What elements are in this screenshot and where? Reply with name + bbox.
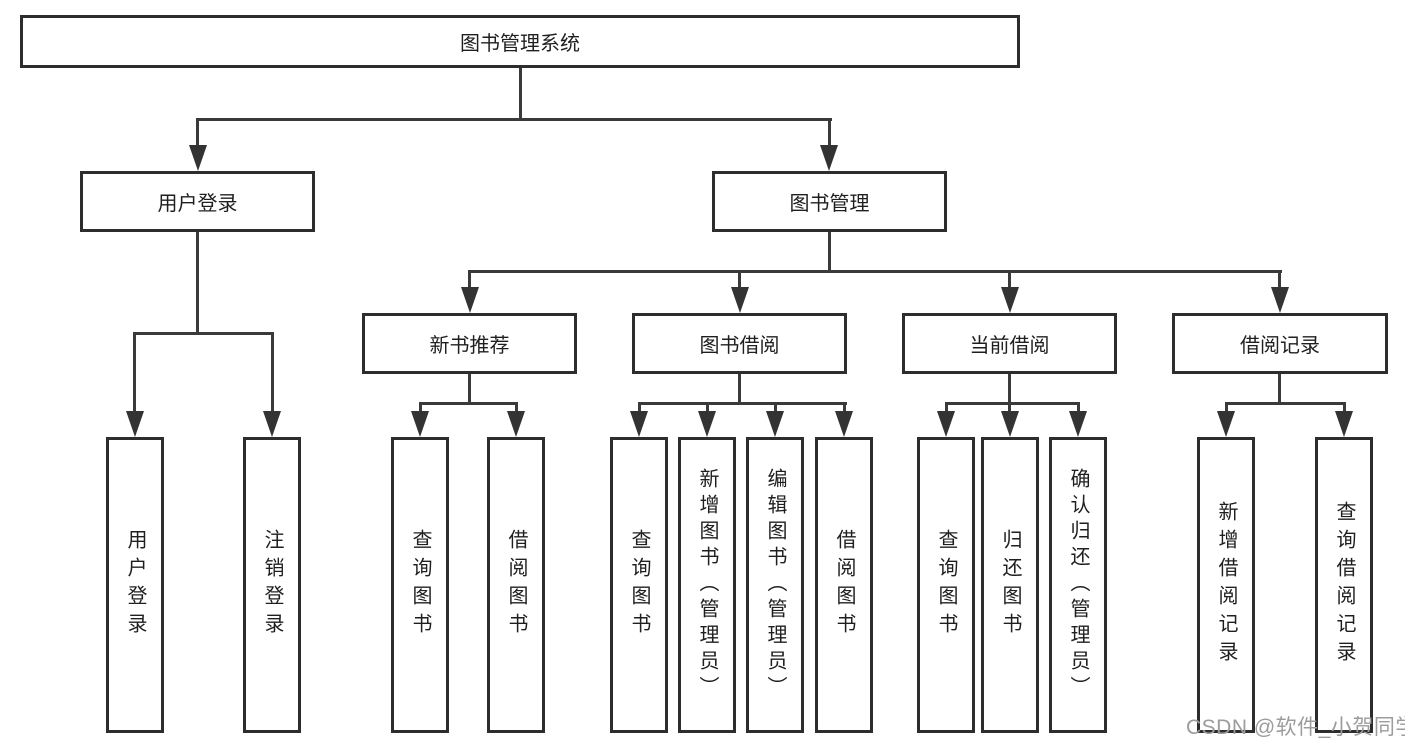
leaf-user-login: 用户登录	[106, 437, 164, 733]
arrow-down-icon	[126, 411, 144, 437]
node-book-borrow: 图书借阅	[632, 313, 847, 374]
connector-line	[706, 402, 709, 411]
connector-line	[1278, 374, 1281, 405]
connector-line	[515, 402, 518, 411]
connector-line	[196, 118, 832, 121]
arrow-down-icon	[835, 411, 853, 437]
arrow-down-icon	[1217, 411, 1235, 437]
node-current-borrow: 当前借阅	[902, 313, 1117, 374]
leaf-borrow-books-borrow: 借阅图书	[815, 437, 873, 733]
connector-line	[1278, 270, 1281, 287]
arrow-down-icon	[1271, 287, 1289, 313]
connector-line	[271, 332, 274, 411]
connector-line	[133, 332, 136, 411]
connector-line	[1343, 402, 1346, 411]
arrow-down-icon	[507, 411, 525, 437]
leaf-edit-book-admin: 编辑图书（管理员）	[746, 437, 804, 733]
connector-line	[1077, 402, 1080, 411]
arrow-down-icon	[937, 411, 955, 437]
arrow-down-icon	[698, 411, 716, 437]
node-new-book-recommend: 新书推荐	[362, 313, 577, 374]
node-user-login: 用户登录	[80, 171, 315, 232]
connector-line	[468, 270, 471, 287]
leaf-borrow-books-newbook: 借阅图书	[487, 437, 545, 733]
connector-line	[519, 68, 522, 121]
connector-line	[196, 118, 199, 145]
connector-line	[828, 232, 831, 273]
leaf-query-books-borrow: 查询图书	[610, 437, 668, 733]
leaf-query-borrow-record: 查询借阅记录	[1315, 437, 1373, 733]
csdn-watermark: CSDN @软件_小贺同学	[1186, 716, 1405, 739]
leaf-logout: 注销登录	[243, 437, 301, 733]
node-library-management-system: 图书管理系统	[20, 15, 1020, 68]
node-book-management: 图书管理	[712, 171, 947, 232]
connector-line	[1008, 374, 1011, 405]
leaf-query-books-current: 查询图书	[917, 437, 975, 733]
connector-line	[133, 332, 274, 335]
arrow-down-icon	[411, 411, 429, 437]
connector-line	[945, 402, 948, 411]
arrow-down-icon	[189, 145, 207, 171]
arrow-down-icon	[263, 411, 281, 437]
arrow-down-icon	[1001, 287, 1019, 313]
arrow-down-icon	[1001, 411, 1019, 437]
connector-line	[1008, 270, 1011, 287]
node-borrow-records: 借阅记录	[1172, 313, 1388, 374]
leaf-add-borrow-record: 新增借阅记录	[1197, 437, 1255, 733]
connector-line	[738, 270, 741, 287]
connector-line	[1225, 402, 1346, 405]
connector-line	[1008, 402, 1011, 411]
connector-line	[638, 402, 641, 411]
arrow-down-icon	[766, 411, 784, 437]
connector-line	[843, 402, 846, 411]
leaf-add-book-admin: 新增图书（管理员）	[678, 437, 736, 733]
connector-line	[638, 402, 847, 405]
leaf-return-books: 归还图书	[981, 437, 1039, 733]
arrow-down-icon	[1335, 411, 1353, 437]
connector-line	[419, 402, 518, 405]
connector-line	[1225, 402, 1228, 411]
arrow-down-icon	[731, 287, 749, 313]
connector-line	[196, 232, 199, 335]
connector-line	[738, 374, 741, 405]
connector-line	[468, 374, 471, 405]
arrow-down-icon	[461, 287, 479, 313]
leaf-query-books-newbook: 查询图书	[391, 437, 449, 733]
connector-line	[945, 402, 1080, 405]
connector-line	[774, 402, 777, 411]
connector-line	[419, 402, 422, 411]
connector-line	[828, 118, 831, 145]
arrow-down-icon	[1069, 411, 1087, 437]
leaf-confirm-return-admin: 确认归还（管理员）	[1049, 437, 1107, 733]
connector-line	[468, 270, 1282, 273]
arrow-down-icon	[820, 145, 838, 171]
arrow-down-icon	[630, 411, 648, 437]
